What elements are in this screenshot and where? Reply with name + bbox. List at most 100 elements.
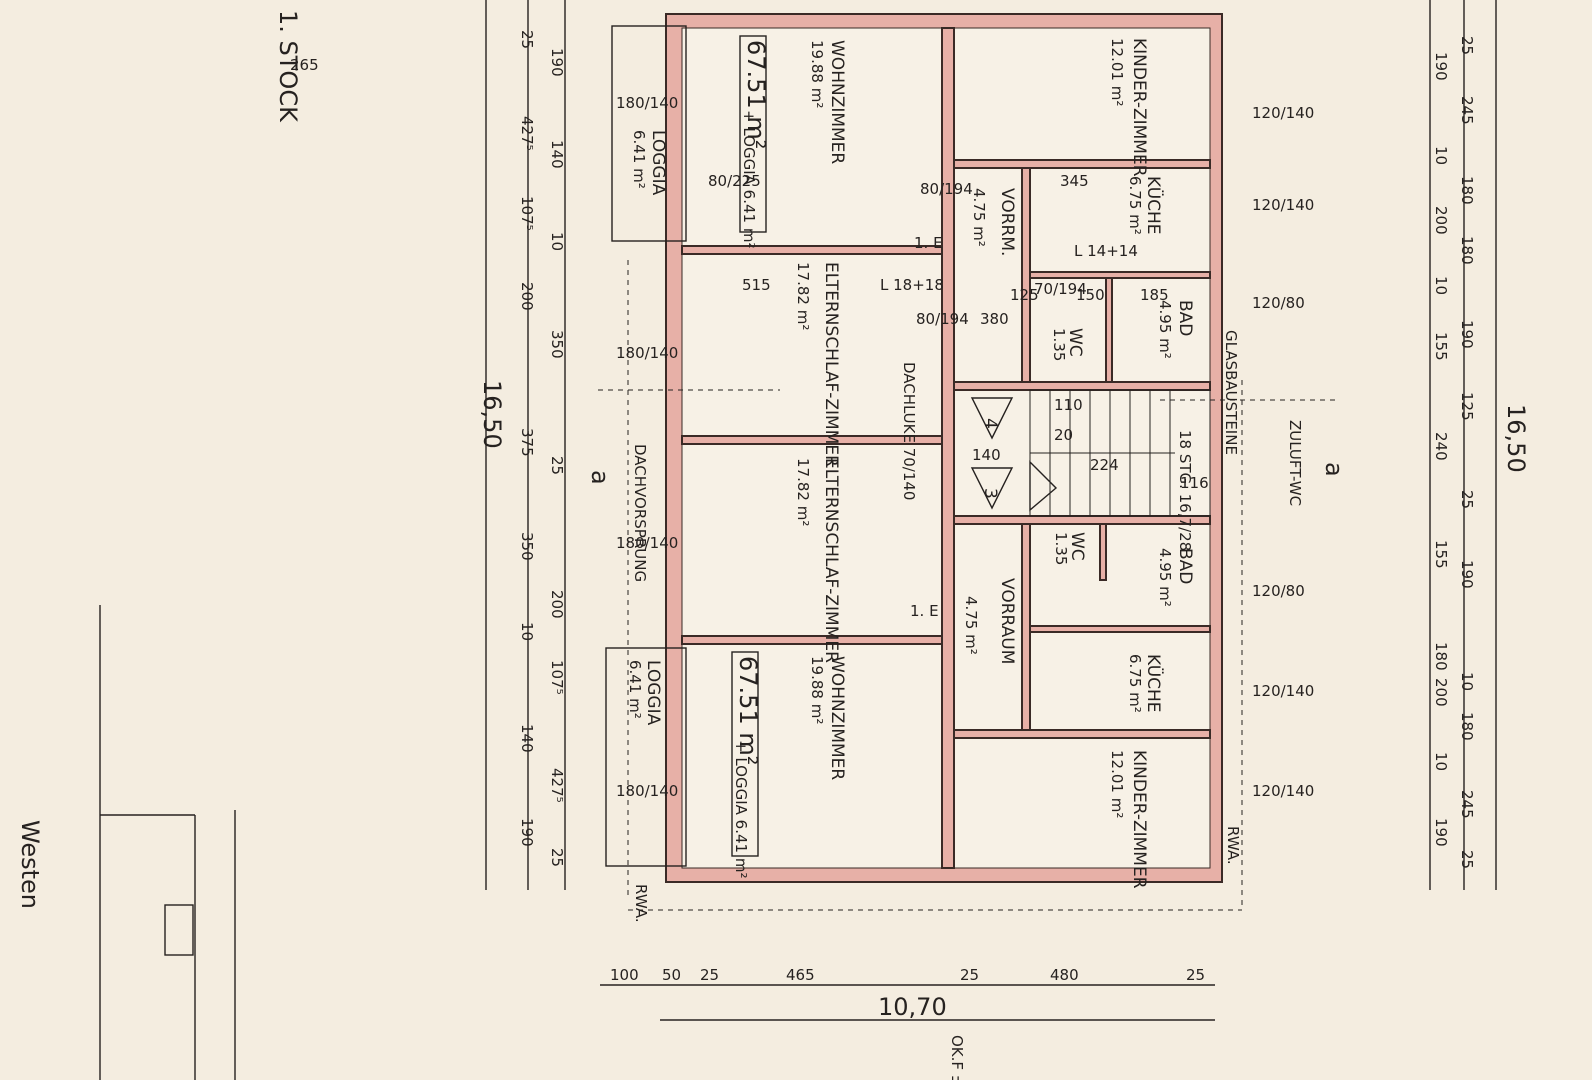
inner-dim-9: 20 xyxy=(1054,426,1073,444)
dim-left-17: 25 xyxy=(548,848,566,867)
dim-right-15: 180 xyxy=(1432,642,1450,671)
dim-right-8: 190 xyxy=(1458,320,1476,349)
inner-dim-2: 265 xyxy=(290,56,319,74)
stairs-label: 18 STG. 16,7/28 xyxy=(1176,430,1194,551)
light-top-label: L 18+18 xyxy=(880,276,944,294)
loggia-area-bottom: 6.41 m² xyxy=(626,660,644,719)
dim-bottom-6: 25 xyxy=(1186,966,1205,984)
dim-left-12: 10 xyxy=(518,622,536,641)
hall-area-top: 4.75 m² xyxy=(970,188,988,247)
dim-left-0: 25 xyxy=(518,30,536,49)
inner-dim-8: 110 xyxy=(1054,396,1083,414)
dim-left-4: 107⁵ xyxy=(518,196,536,231)
glasbausteine-label: GLASBAUSTEINE xyxy=(1222,330,1240,455)
annotations: DACHLUKE 70/140 DACHVORSPRUNG GLASBAUSTE… xyxy=(631,234,1304,923)
dim-left-16: 190 xyxy=(518,818,536,847)
loggia-name-top: LOGGIA xyxy=(648,130,668,196)
loggia-bottom xyxy=(605,647,687,867)
dim-left-10: 350 xyxy=(518,532,536,561)
dim-right-11: 240 xyxy=(1432,432,1450,461)
dim-right-19: 10 xyxy=(1432,752,1450,771)
overall-width: 10,70 xyxy=(878,993,947,1021)
ie-label-bottom: 1. E xyxy=(910,602,939,620)
section-mark-left: a xyxy=(586,470,614,485)
area-box-top xyxy=(739,35,767,233)
kids-area-top: 12.01 m² xyxy=(1108,38,1126,106)
dachvorsprung-label: DACHVORSPRUNG xyxy=(631,444,649,582)
dachluke-label: DACHLUKE 70/140 xyxy=(900,362,918,500)
dimension-chain-right: 16,50 a xyxy=(1320,0,1530,890)
dim-right-3: 10 xyxy=(1432,146,1450,165)
dim-right-6: 180 xyxy=(1458,236,1476,265)
kitchen-name-top: KÜCHE xyxy=(1143,176,1165,235)
dims-left-labels: 25190427⁵140107⁵102003503752535020010107… xyxy=(518,30,566,867)
wc-area-bottom: 1.35 xyxy=(1052,532,1070,565)
dim-bottom-1: 50 xyxy=(662,966,681,984)
unit-bottom-loggia-note: + LOGGIA 6.41 m² xyxy=(732,740,750,878)
dim-left-3: 140 xyxy=(548,140,566,169)
parents-area-top: 17.82 m² xyxy=(794,262,812,330)
dim-left-9: 25 xyxy=(548,456,566,475)
dim-right-7: 10 xyxy=(1432,276,1450,295)
overall-depth-right: 16,50 xyxy=(1502,404,1530,473)
dim-right-10: 125 xyxy=(1458,392,1476,421)
kids-name-top: KINDER-ZIMMER xyxy=(1129,38,1149,177)
dim-right-18: 180 xyxy=(1458,712,1476,741)
window-west-3: 180/140 xyxy=(616,782,678,800)
bath-name-top: BAD xyxy=(1175,300,1195,336)
area-box-bottom xyxy=(731,651,759,857)
dim-bottom-4: 25 xyxy=(960,966,979,984)
wc-area-top: 1.35 xyxy=(1050,328,1068,361)
unit-bottom-area: 67.51 m² xyxy=(734,656,762,765)
dimension-chain-bottom: 10,70 OK.F ±0, xyxy=(600,984,1215,1080)
unit-top: 67.51 m² + LOGGIA 6.41 m² WOHNZIMMER 19.… xyxy=(630,35,1195,467)
door-label-3: 80/194 xyxy=(916,310,969,328)
site-outline xyxy=(99,605,236,1080)
window-east-4: 120/140 xyxy=(1252,682,1314,700)
inner-dim-7: 140 xyxy=(972,446,1001,464)
inner-dim-5: 125 xyxy=(1010,286,1039,304)
staircase: 4 3 18 STG. 16,7/28 116 xyxy=(970,389,1211,551)
orientation-label: Westen xyxy=(16,820,44,909)
loggia-area-top: 6.41 m² xyxy=(630,130,648,189)
dim-bottom-0: 100 xyxy=(610,966,639,984)
unit-top-area: 67.51 m² xyxy=(742,40,770,149)
door-label-2: 70/194 xyxy=(1034,280,1087,298)
door-labels: 80/194 80/225 70/194 80/194 xyxy=(708,172,1087,328)
dim-right-4: 180 xyxy=(1458,176,1476,205)
dim-left-5: 10 xyxy=(548,232,566,251)
ie-label-top: 1. E xyxy=(914,234,943,252)
dim-right-22: 25 xyxy=(1458,850,1476,869)
dim-bottom-3: 465 xyxy=(786,966,815,984)
dim-bottom-2: 25 xyxy=(700,966,719,984)
dim-left-1: 190 xyxy=(548,48,566,77)
loggia-top xyxy=(611,25,687,242)
dim-right-16: 10 xyxy=(1458,672,1476,691)
unit-bottom: 67.51 m² + LOGGIA 6.41 m² WOHNZIMMER 19.… xyxy=(626,458,1195,889)
section-mark-right: a xyxy=(1320,462,1348,477)
flight-up-number: 4 xyxy=(980,418,1000,429)
dim-bottom-5: 480 xyxy=(1050,966,1079,984)
door-label-0: 80/194 xyxy=(920,180,973,198)
bath-name-bottom: BAD xyxy=(1175,548,1195,584)
dim-right-20: 245 xyxy=(1458,790,1476,819)
door-label-1: 80/225 xyxy=(708,172,761,190)
window-east-0: 120/140 xyxy=(1252,104,1314,122)
dim-left-6: 200 xyxy=(518,282,536,311)
wc-name-top: WC xyxy=(1065,328,1085,357)
dim-left-11: 200 xyxy=(548,590,566,619)
light-kitchen-label: L 14+14 xyxy=(1074,242,1138,260)
bath-area-bottom: 4.95 m² xyxy=(1156,548,1174,607)
living-area-bottom: 19.88 m² xyxy=(808,656,826,724)
dim-left-14: 140 xyxy=(518,724,536,753)
kitchen-area-bottom: 6.75 m² xyxy=(1126,654,1144,713)
window-west-1: 180/140 xyxy=(616,344,678,362)
dim-right-9: 155 xyxy=(1432,332,1450,361)
hall-name-bottom: VORRAUM xyxy=(997,578,1017,664)
dim-left-7: 350 xyxy=(548,330,566,359)
hall-name-top: VORRM. xyxy=(997,188,1017,256)
parents-area-bottom: 17.82 m² xyxy=(794,458,812,526)
window-west-2: 180/140 xyxy=(616,534,678,552)
